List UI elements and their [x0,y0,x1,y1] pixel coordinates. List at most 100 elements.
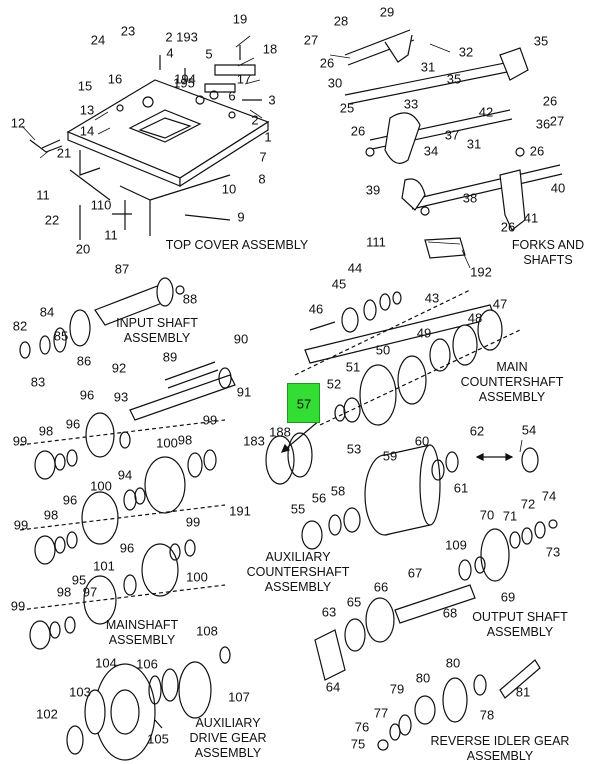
callout-number: 106 [136,656,158,672]
callout-number: 11 [104,227,118,243]
caption-text: COUNTERSHAFT [460,375,564,389]
forks-shafts-drawing [345,30,562,230]
callout-number: 49 [416,325,432,341]
leader-lines [22,36,522,452]
callout-number: 66 [373,579,389,595]
callout-number: 26 [350,123,366,139]
callout-number: 92 [111,360,127,376]
callout-number: 64 [325,679,341,695]
callout-number: 14 [79,123,95,139]
callout-number: 60 [414,433,430,449]
output-shaft-drawing [315,520,557,680]
caption-text: MAINSHAFT [105,618,179,632]
callout-number: 2 [251,112,259,128]
callout-number: 30 [327,75,343,91]
callout-number: 43 [424,290,440,306]
caption-text: AUXILIARY [195,716,261,730]
callout-number: 2 [165,29,173,45]
callout-number: 10 [221,181,237,197]
callout-number: 54 [521,422,537,438]
callout-number: 44 [347,260,363,276]
caption-text: ASSEMBLY [478,390,546,404]
caption-text: FORKS AND [511,238,585,252]
callout-number: 84 [39,304,55,320]
callout-number: 94 [117,467,133,483]
callout-57[interactable]: 57 [296,396,312,412]
callout-number: 28 [333,13,349,29]
callout-number: 82 [12,318,28,334]
callout-number: 67 [407,565,423,581]
callout-number: 80 [445,655,461,671]
callout-number: 13 [79,102,95,118]
callout-number: 17 [236,71,252,87]
callout-number: 101 [93,558,115,574]
callout-number: 95 [71,572,87,588]
callout-number: 56 [311,490,327,506]
caption-text: COUNTERSHAFT [246,565,350,579]
callout-number: 12 [10,115,26,131]
highlighted-part-box[interactable]: 57 [287,383,320,423]
callout-number: 4 [166,45,174,61]
callout-number: 100 [156,435,178,451]
callout-number: 26 [319,55,335,71]
callout-number: 88 [182,291,198,307]
callout-number: 21 [56,145,72,161]
callout-number: 98 [38,423,54,439]
callout-number: 20 [75,241,91,257]
callout-number: 99 [12,433,28,449]
callout-number: 46 [308,301,324,317]
caption-text: MAIN [496,360,528,374]
callout-number: 96 [119,540,135,556]
callout-number: 91 [236,384,252,400]
callout-number: 99 [13,517,29,533]
callout-number: 195 [173,75,195,91]
caption-text: ASSEMBLY [194,746,262,760]
callout-number: 98 [43,507,59,523]
callout-number: 192 [470,264,492,280]
main-countershaft-drawing [295,238,520,425]
caption-text: OUTPUT SHAFT [472,610,568,624]
callout-number: 3 [268,92,276,108]
callout-number: 62 [469,423,485,439]
callout-number: 27 [549,113,565,129]
callout-number: 111 [366,234,386,250]
callout-number: 193 [176,29,198,45]
callout-number: 39 [365,182,381,198]
callout-number: 93 [113,389,129,405]
caption-text: ASSEMBLY [486,625,554,639]
callout-number: 104 [95,655,117,671]
callout-number: 83 [30,374,46,390]
callout-number: 98 [56,584,72,600]
callout-number: 78 [479,707,495,723]
callout-number: 15 [77,78,93,94]
callout-number: 72 [520,496,536,512]
callout-number: 71 [502,508,518,524]
callout-number: 23 [120,23,136,39]
caption-text: ASSEMBLY [123,331,191,345]
callout-number: 11 [36,187,50,203]
callout-number: 16 [107,71,123,87]
callout-number: 85 [53,328,69,344]
callout-number: 40 [550,180,566,196]
callout-number: 59 [382,448,398,464]
callout-number: 7 [259,149,267,165]
callout-number: 18 [262,41,278,57]
callout-number: 105 [147,731,169,747]
caption-text: ASSEMBLY [108,633,176,647]
callout-number: 70 [479,507,495,523]
callout-number: 58 [330,483,346,499]
callout-number: 9 [237,209,245,225]
mainshaft-drawing [20,362,235,649]
caption-text: SHAFTS [523,253,573,267]
callout-number: 22 [44,212,60,228]
input-shaft-drawing [20,278,184,358]
callout-number: 96 [65,416,81,432]
callout-number: 26 [542,93,558,109]
callout-number: 96 [79,387,95,403]
callout-number: 65 [346,594,362,610]
callout-number: 96 [62,492,78,508]
